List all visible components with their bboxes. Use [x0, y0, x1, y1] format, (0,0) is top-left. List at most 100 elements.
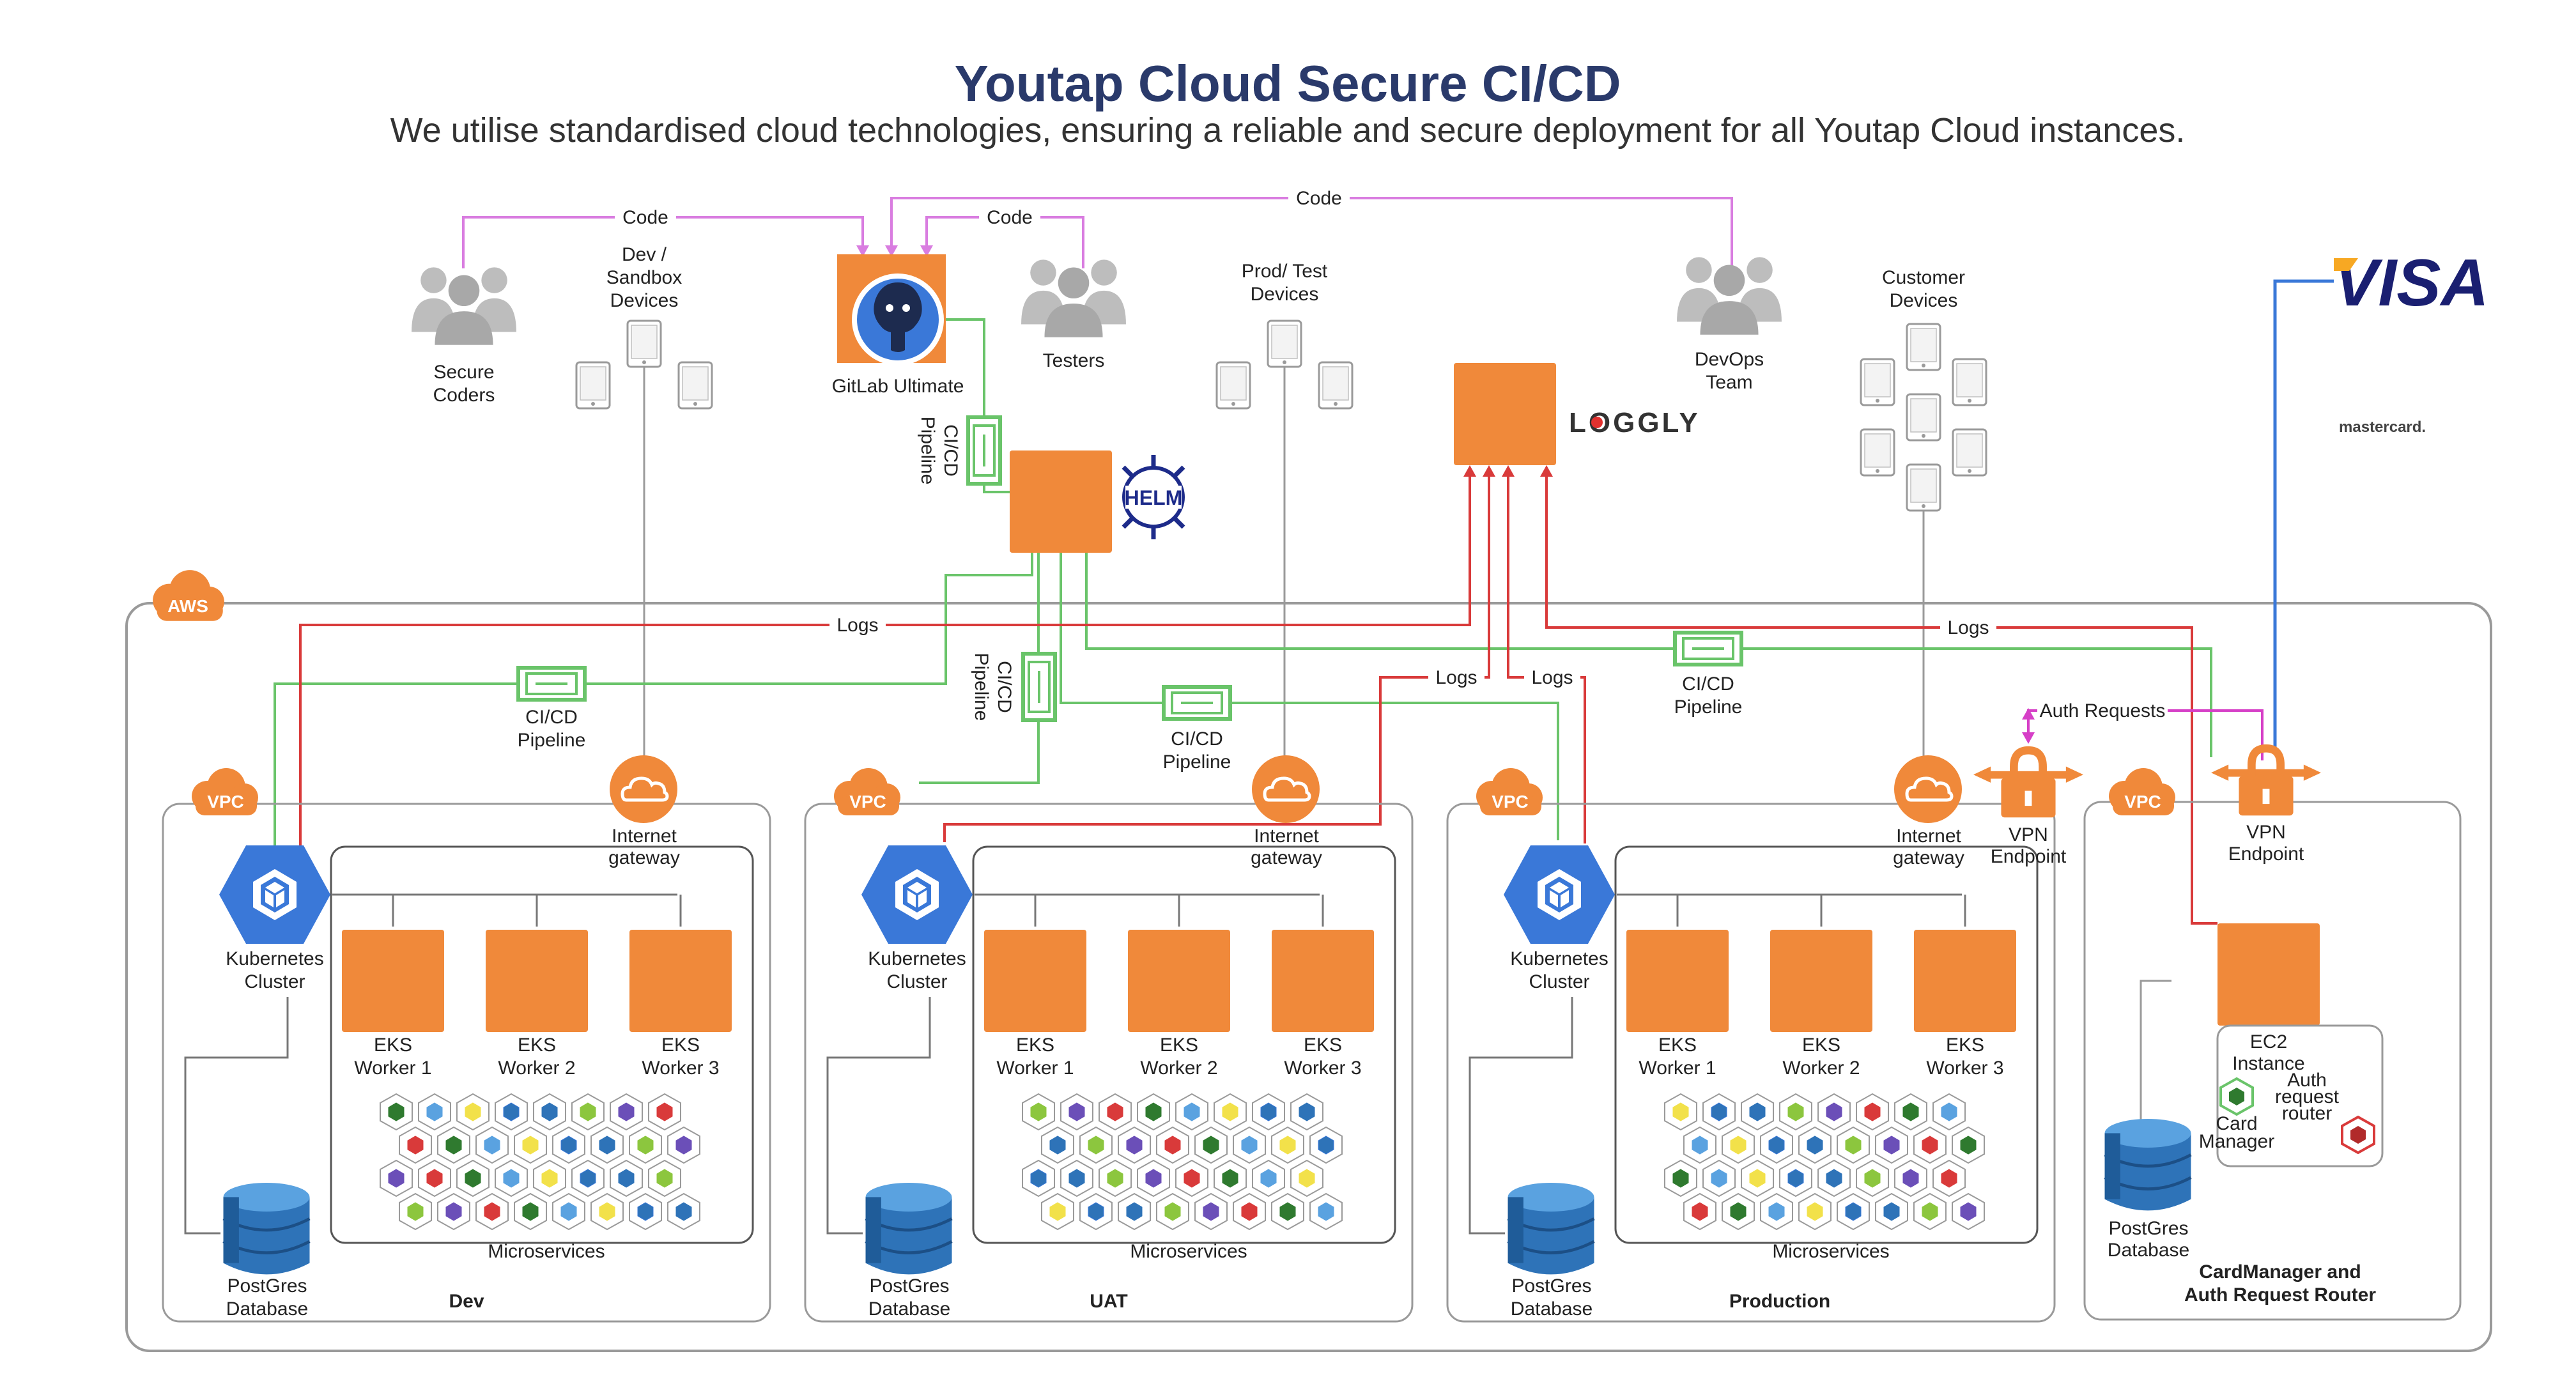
helm-wheel-icon [1122, 455, 1185, 539]
microservice-icon [1722, 1126, 1755, 1164]
eks-worker-3-label-1: EKS [1304, 1035, 1342, 1056]
microservice-icon [1060, 1093, 1093, 1131]
microservice-icon [629, 1192, 662, 1231]
microservice-icon [1664, 1159, 1697, 1197]
tablet-icon [1860, 428, 1895, 477]
cicd-label-prod-1: CI/CD [1682, 674, 1734, 695]
eks-worker-1-label-2: Worker 1 [996, 1058, 1074, 1079]
loggly: LOGGLY [1454, 363, 1698, 465]
microservice-icon [1233, 1126, 1266, 1164]
vpn2-label-1: VPN [2246, 822, 2286, 843]
logs-label-bg-3 [1524, 666, 1580, 689]
tablet-icon [1860, 358, 1895, 406]
microservice-icon [475, 1126, 509, 1164]
microservice-icon [1837, 1126, 1870, 1164]
auth-label-bg [2037, 699, 2168, 722]
eks-worker-box [984, 930, 1086, 1032]
card-manager-label-2: Manager [2199, 1131, 2274, 1152]
vpc-dev: VPCInternetgatewayKubernetesClusterEKSWo… [162, 755, 771, 1323]
k8s-label-1: Kubernetes [226, 948, 323, 969]
microservice-icon [1817, 1159, 1851, 1197]
ec2-label-1: EC2 [2250, 1031, 2287, 1052]
microservice-icon [1894, 1159, 1927, 1197]
eks-worker-2-label-2: Worker 2 [498, 1058, 575, 1079]
code-label-bg-1 [615, 206, 676, 229]
microservice-icon [1664, 1093, 1697, 1131]
eks-worker-1-label-2: Worker 1 [354, 1058, 431, 1079]
k8s-label-1: Kubernetes [1510, 948, 1608, 969]
prod-test-devices: Prod/ Test Devices [1215, 261, 1354, 410]
tablet-icon [1906, 463, 1941, 512]
eks-worker-3-label-1: EKS [661, 1035, 700, 1056]
microservice-icon [1079, 1126, 1113, 1164]
vpc-panels: VPCInternetgatewayKubernetesClusterEKSWo… [162, 755, 2056, 1323]
helm-label: HELM [1125, 486, 1183, 509]
prodtest-label-1: Prod/ Test [1242, 261, 1328, 282]
microservice-icon [610, 1093, 643, 1131]
devops-label-1: DevOps [1695, 349, 1764, 370]
microservice-icon [1079, 1192, 1113, 1231]
visa-edge [2273, 279, 2334, 748]
microservice-icon [1175, 1159, 1208, 1197]
eks-worker-2-label-2: Worker 2 [1782, 1058, 1860, 1079]
microservice-icon [514, 1126, 547, 1164]
microservice-icon [1099, 1159, 1132, 1197]
gitlab-ultimate: GitLab Ultimate [832, 254, 964, 397]
eks-worker-1-label-1: EKS [374, 1035, 412, 1056]
environment-label-dev: Dev [449, 1291, 484, 1312]
microservice-icon [1175, 1093, 1208, 1131]
testers: Testers [1021, 259, 1126, 371]
microservice-icon [1041, 1126, 1074, 1164]
lock-icon [1973, 750, 2083, 817]
microservice-icon [1118, 1192, 1151, 1231]
logs-label-prod: Logs [1531, 667, 1573, 688]
tablet-icon [677, 361, 713, 410]
gitlab-label: GitLab Ultimate [832, 376, 964, 397]
cicd-label-dev-2: Pipeline [518, 730, 586, 751]
cicd-label-prod-2: Pipeline [1674, 697, 1743, 718]
cardmanager-title-1: CardManager and [2199, 1261, 2361, 1282]
database-icon [2105, 1119, 2191, 1210]
microservice-icon [552, 1126, 585, 1164]
lock-icon [2211, 748, 2321, 815]
microservice-icon [571, 1159, 605, 1197]
sandbox-label-3: Devices [610, 290, 679, 311]
postgres-label-1: PostGres [1511, 1275, 1591, 1297]
microservice-icon [1137, 1159, 1170, 1197]
microservice-icon [1022, 1093, 1055, 1131]
microservice-icon [571, 1093, 605, 1131]
database-icon [1508, 1183, 1594, 1274]
eks-worker-1-label-2: Worker 1 [1639, 1058, 1716, 1079]
kubernetes-icon [219, 845, 330, 944]
visa-wordmark: VISA [2334, 246, 2489, 320]
microservice-icon [1741, 1093, 1774, 1131]
tablet-icon [575, 361, 611, 410]
microservice-icon [1118, 1126, 1151, 1164]
postgres-label-2: Database [868, 1298, 950, 1320]
code-label-testers: Code [987, 207, 1033, 228]
postgres-label-1: PostGres [227, 1275, 307, 1297]
microservice-icon [1156, 1192, 1189, 1231]
microservice-box [972, 845, 1396, 1244]
tablet-icon [1952, 428, 1987, 477]
microservice-icon [1194, 1126, 1228, 1164]
auth-router-cube-icon [2341, 1115, 2375, 1155]
microservice-icon [1702, 1159, 1736, 1197]
microservice-icon [1798, 1192, 1832, 1231]
microservice-icon [1817, 1093, 1851, 1131]
microservice-icon [1952, 1126, 1985, 1164]
cicd-label-uat-2: Pipeline [1163, 751, 1231, 773]
vpc-production: VPCInternetgatewayKubernetesClusterEKSWo… [1446, 755, 2056, 1323]
vpc-uat: VPCInternetgatewayKubernetesClusterEKSWo… [804, 755, 1414, 1323]
microservices-grid [380, 1093, 700, 1231]
microservice-icon [1156, 1126, 1189, 1164]
microservices-label: Microservices [1772, 1241, 1889, 1262]
microservice-icon [1290, 1093, 1323, 1131]
code-label-bg-2 [979, 206, 1040, 229]
microservice-icon [399, 1192, 432, 1231]
microservice-icon [456, 1093, 490, 1131]
microservice-icon [495, 1093, 528, 1131]
aws-boundary [125, 602, 2492, 1352]
microservice-icon [1779, 1093, 1812, 1131]
mastercard-wordmark: mastercard. [2339, 419, 2426, 436]
